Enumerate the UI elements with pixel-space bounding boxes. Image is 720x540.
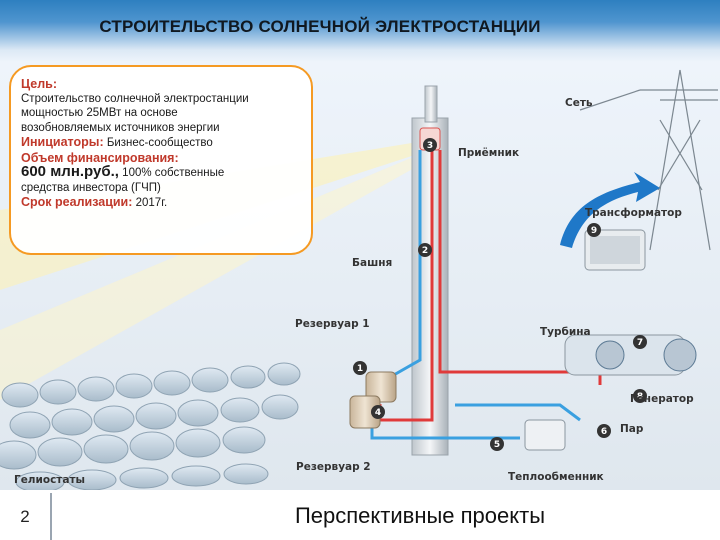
label-heat-exchanger: Теплообменник bbox=[508, 471, 604, 483]
initiators-value: Бизнес-сообщество bbox=[106, 137, 213, 149]
power-line-tower bbox=[579, 69, 718, 251]
transformer bbox=[584, 229, 646, 271]
initiators-label: Инициаторы: bbox=[21, 135, 104, 149]
label-tower: Башня bbox=[352, 257, 392, 269]
marker-1: 1 bbox=[357, 364, 363, 374]
energy-arrow bbox=[560, 172, 660, 248]
marker-5: 5 bbox=[494, 440, 500, 450]
turbine-generator bbox=[564, 334, 697, 376]
goal-text-line-2: мощностью 25МВт на основе bbox=[21, 107, 178, 119]
funding-share: 100% собственные bbox=[122, 167, 225, 179]
component-labels: Сеть Приёмник Трансформатор Башня Резерв… bbox=[14, 97, 694, 486]
deadline-label: Срок реализации: bbox=[21, 195, 133, 209]
heliostat-field bbox=[0, 362, 301, 490]
funding-row: 600 млн.руб., 100% собственные bbox=[21, 163, 301, 181]
goal-text-line-3: возобновляемых источников энергии bbox=[21, 121, 220, 134]
sun-rays-lower bbox=[0, 150, 432, 400]
marker-8: 8 bbox=[637, 392, 643, 402]
marker-4: 4 bbox=[375, 408, 381, 418]
label-reservoir1: Резервуар 1 bbox=[295, 318, 370, 330]
label-steam: Пар bbox=[620, 423, 644, 435]
marker-3: 3 bbox=[427, 141, 433, 151]
page-number: 2 bbox=[0, 493, 52, 540]
marker-9: 9 bbox=[591, 226, 597, 236]
reservoirs bbox=[349, 371, 397, 429]
header-bar bbox=[0, 0, 720, 62]
funding-amount: 600 млн.руб., bbox=[21, 163, 119, 180]
label-heliostats: Гелиостаты bbox=[14, 474, 85, 486]
label-transformer: Трансформатор bbox=[585, 207, 682, 219]
label-grid: Сеть bbox=[565, 97, 593, 109]
footer-title: Перспективные проекты bbox=[294, 503, 546, 528]
funding-label: Объем финансирования: bbox=[21, 150, 179, 165]
goal-label: Цель: bbox=[21, 77, 58, 91]
marker-7: 7 bbox=[637, 338, 643, 348]
goal-text-line-1: Строительство солнечной электростанции bbox=[21, 92, 249, 105]
label-reservoir2: Резервуар 2 bbox=[296, 461, 371, 473]
deadline-value: 2017г. bbox=[135, 197, 168, 209]
funding-source: средства инвестора (ГЧП) bbox=[21, 181, 161, 194]
deadline-row: Срок реализации: 2017г. bbox=[21, 195, 301, 211]
project-info-panel: Цель: Строительство солнечной электроста… bbox=[9, 65, 313, 255]
heat-exchanger-unit bbox=[524, 419, 566, 451]
label-turbine: Турбина bbox=[540, 326, 591, 338]
label-receiver: Приёмник bbox=[458, 147, 519, 159]
marker-2: 2 bbox=[422, 246, 428, 256]
initiators-row: Инициаторы: Бизнес-сообщество bbox=[21, 135, 301, 151]
marker-6: 6 bbox=[601, 427, 607, 437]
footer-bar bbox=[0, 490, 720, 540]
page-title: СТРОИТЕЛЬСТВО СОЛНЕЧНОЙ ЭЛЕКТРОСТАНЦИИ bbox=[99, 17, 541, 36]
markers: 1 2 3 4 5 6 7 8 9 bbox=[353, 138, 647, 451]
label-generator: Генератор bbox=[630, 393, 694, 405]
